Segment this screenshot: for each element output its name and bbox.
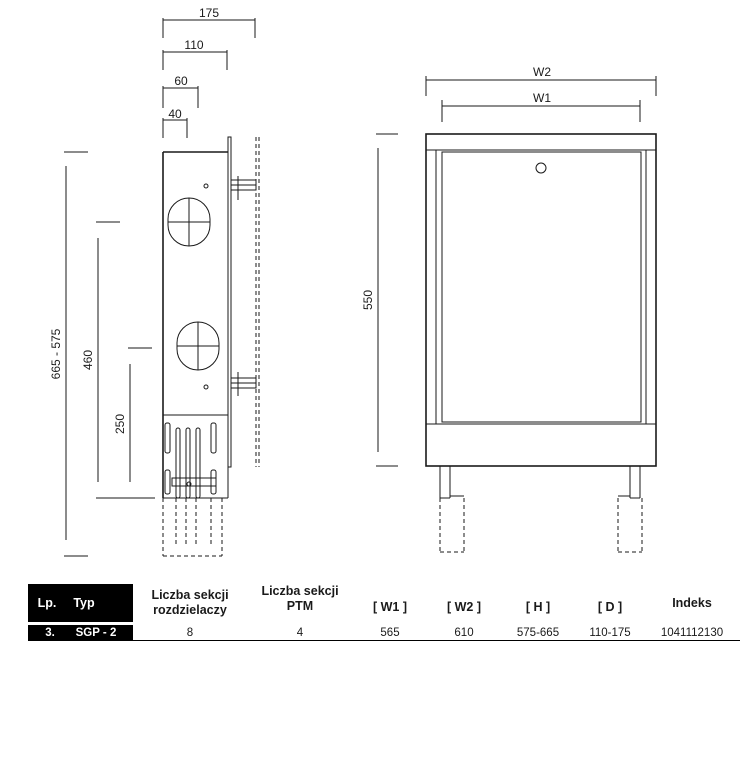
dimensions-top: 175 110 60 40 [162,6,256,138]
row-sekcje-ptm: 4 [296,626,304,639]
header-w1: [ W1 ] [372,599,408,614]
dim-40: 40 [168,107,182,121]
cabinet-door [441,151,642,423]
row-black-block: 3. SGP - 2 [28,625,133,641]
header-sekcje-ptm-line1: Liczba sekcji [261,584,339,598]
dim-w2: W2 [533,65,551,79]
technical-drawing: 175 110 60 40 665 - 575 460 [49,6,657,557]
front-cabinet [425,133,657,467]
row-indeks: 1041112130 [660,626,724,639]
row-w1: 565 [380,626,400,639]
header-typ: Typ [73,595,95,610]
dim-460: 460 [81,350,95,370]
dim-110: 110 [184,38,203,52]
header-black-block: Lp. Typ [28,584,133,622]
front-view: W2 W1 550 [361,65,657,553]
dim-665-575: 665 - 575 [49,328,63,379]
row-h: 575-665 [516,626,560,639]
lock-icon [535,162,547,174]
header-d: [ D ] [597,599,623,614]
dim-175: 175 [199,6,219,20]
header-sekcje-rozdzielaczy-line2: rozdzielaczy [153,603,227,617]
table-row: 3. SGP - 2 8 4 565 610 575-665 110-175 1… [28,625,740,641]
table-header: Lp. Typ Liczba sekcji rozdzielaczy Liczb… [28,584,740,622]
row-w2: 610 [454,626,474,639]
header-h: [ H ] [525,599,551,614]
dimensions-front: W2 W1 550 [361,65,657,467]
dimensions-left: 665 - 575 460 250 [49,151,155,557]
header-sekcje-rozdzielaczy-line1: Liczba sekcji [151,588,229,602]
dim-250: 250 [113,414,127,434]
dim-w1: W1 [533,91,551,105]
spec-table: Lp. Typ Liczba sekcji rozdzielaczy Liczb… [28,584,740,644]
dim-60: 60 [174,74,188,88]
row-lp: 3. [45,626,55,639]
row-sekcje-rozdzielaczy: 8 [186,626,194,639]
header-sekcje-rozdzielaczy: Liczba sekcji rozdzielaczy [140,584,240,622]
dim-550: 550 [361,290,375,310]
header-lp: Lp. [37,595,57,610]
side-box [162,136,260,557]
row-d: 110-175 [589,626,631,639]
header-sekcje-ptm: Liczba sekcji PTM [250,580,350,618]
row-typ: SGP - 2 [75,626,117,639]
header-indeks: Indeks [672,595,712,610]
row-underline [133,640,740,641]
front-legs [439,466,643,553]
header-sekcje-ptm-line2: PTM [286,599,314,613]
header-w2: [ W2 ] [446,599,482,614]
side-view: 175 110 60 40 665 - 575 460 [49,6,260,557]
